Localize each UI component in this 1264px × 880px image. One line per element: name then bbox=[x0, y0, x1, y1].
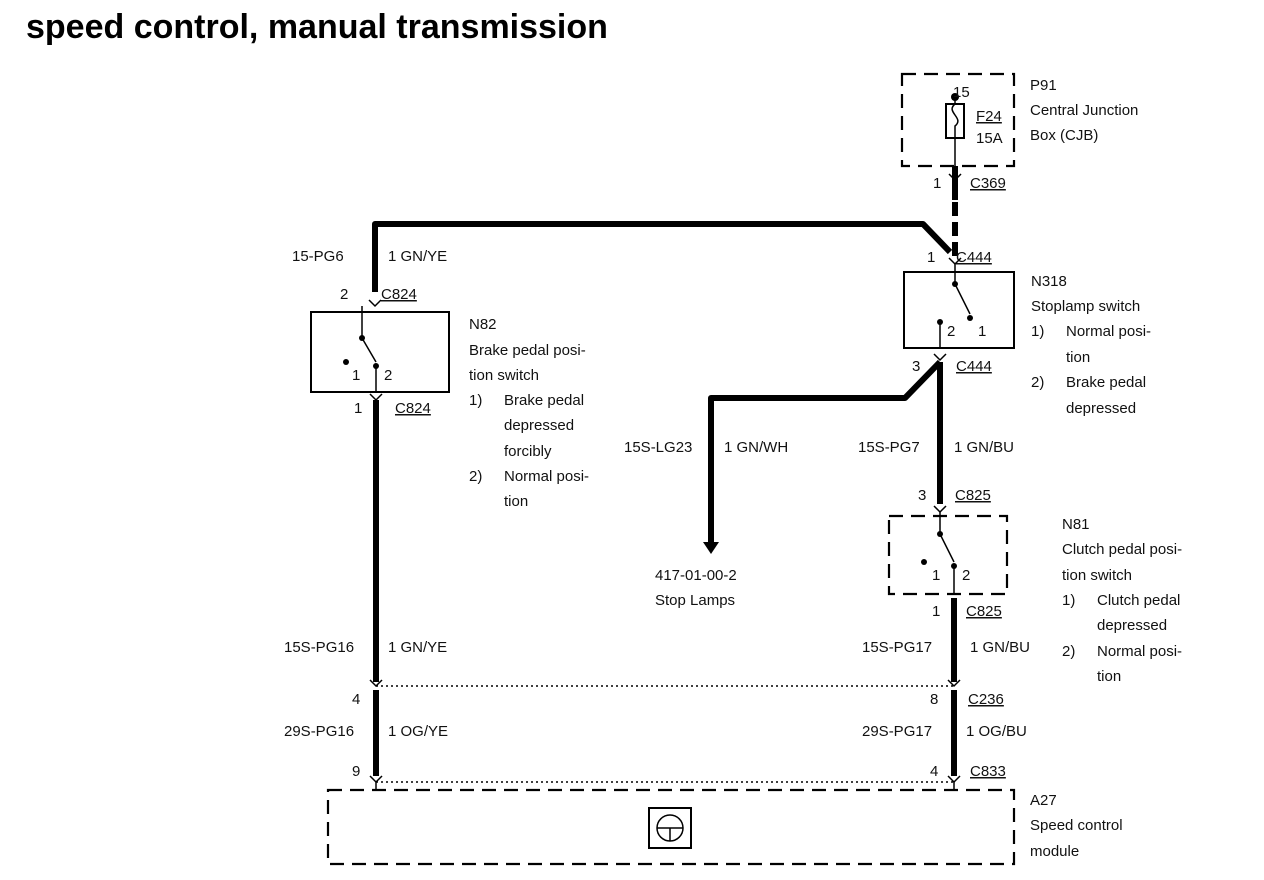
c369-connector-mark bbox=[948, 173, 962, 182]
stop-lamps-arrow bbox=[703, 542, 719, 554]
page-title: speed control, manual transmission bbox=[26, 8, 608, 46]
wire-pg16-spec: 1 GN/YE bbox=[388, 639, 447, 656]
n81-pin1: 1 bbox=[932, 567, 940, 584]
c369-pin: 1 bbox=[933, 175, 941, 192]
wire-pg7-circuit: 15S-PG7 bbox=[858, 439, 920, 456]
n82-id: N82 bbox=[469, 316, 497, 333]
stop-lamps-name: Stop Lamps bbox=[655, 592, 735, 609]
c236-connector: 4 8 C236 bbox=[352, 679, 1004, 708]
n81-state1-num: 1) bbox=[1062, 592, 1075, 609]
c825-bottom-pin: 1 bbox=[932, 603, 940, 620]
n82-state2-line1: Normal posi- bbox=[504, 468, 589, 485]
n81-state2-line2: tion bbox=[1097, 668, 1121, 685]
n82-state2-line2: tion bbox=[504, 493, 528, 510]
n318-stoplamp-switch: 2 1 N318 Stoplamp switch 1) Normal posi-… bbox=[903, 271, 1151, 417]
n318-name: Stoplamp switch bbox=[1031, 298, 1140, 315]
c444-top-pin: 1 bbox=[927, 249, 935, 266]
c833-label: C833 bbox=[970, 763, 1006, 780]
c824-top-label: C824 bbox=[381, 286, 417, 303]
p91-name-line2: Box (CJB) bbox=[1030, 127, 1098, 144]
n82-name-line1: Brake pedal posi- bbox=[469, 342, 586, 359]
n82-state1-num: 1) bbox=[469, 392, 482, 409]
c824-bottom-connector-mark bbox=[369, 393, 383, 402]
c833-pin-right: 4 bbox=[930, 763, 938, 780]
n318-pin2: 2 bbox=[947, 323, 955, 340]
n81-id: N81 bbox=[1062, 516, 1090, 533]
n82-state2-num: 2) bbox=[469, 468, 482, 485]
n318-state2-num: 2) bbox=[1031, 374, 1044, 391]
n318-pin1: 1 bbox=[978, 323, 986, 340]
n81-state2-line1: Normal posi- bbox=[1097, 643, 1182, 660]
n81-clutch-pedal-switch: 1 2 N81 Clutch pedal posi- tion switch 1… bbox=[887, 512, 1182, 685]
n82-pin1: 1 bbox=[352, 367, 360, 384]
wire-lg23-spec: 1 GN/WH bbox=[724, 439, 788, 456]
n81-name-line2: tion switch bbox=[1062, 567, 1132, 584]
c825-top-connector-mark bbox=[933, 505, 947, 514]
c236-label: C236 bbox=[968, 691, 1004, 708]
n82-state1-line2: depressed bbox=[504, 417, 574, 434]
c824-top-connector-mark bbox=[368, 299, 382, 308]
wire-pg16b-circuit: 29S-PG16 bbox=[284, 723, 354, 740]
wire-15s-lg23 bbox=[708, 359, 943, 545]
wire-pg17-circuit: 15S-PG17 bbox=[862, 639, 932, 656]
c825-bottom-label: C825 bbox=[966, 603, 1002, 620]
c236-pin-left: 4 bbox=[352, 691, 360, 708]
p91-id: P91 bbox=[1030, 77, 1057, 94]
c824-bottom-pin: 1 bbox=[354, 400, 362, 417]
c824-top-pin: 2 bbox=[340, 286, 348, 303]
steering-wheel-icon bbox=[656, 814, 684, 842]
a27-id: A27 bbox=[1030, 792, 1057, 809]
fuse-id: F24 bbox=[976, 108, 1002, 125]
wire-pg6-circuit: 15-PG6 bbox=[292, 248, 344, 265]
n81-state2-num: 2) bbox=[1062, 643, 1075, 660]
n318-state2-line1: Brake pedal bbox=[1066, 374, 1146, 391]
c825-top-pin: 3 bbox=[918, 487, 926, 504]
a27-speed-control-module: A27 Speed control module bbox=[326, 788, 1123, 866]
p91-name-line1: Central Junction bbox=[1030, 102, 1138, 119]
wire-pg6-spec: 1 GN/YE bbox=[388, 248, 447, 265]
n82-brake-pedal-switch: 1 2 N82 Brake pedal posi- tion switch 1)… bbox=[310, 306, 589, 510]
n81-name-line1: Clutch pedal posi- bbox=[1062, 541, 1182, 558]
c444-top-label: C444 bbox=[956, 249, 992, 266]
n81-state1-line1: Clutch pedal bbox=[1097, 592, 1180, 609]
n82-name-line2: tion switch bbox=[469, 367, 539, 384]
wire-pg16-circuit: 15S-PG16 bbox=[284, 639, 354, 656]
n82-state1-line1: Brake pedal bbox=[504, 392, 584, 409]
n81-pin2: 2 bbox=[962, 567, 970, 584]
n318-state1-line2: tion bbox=[1066, 349, 1090, 366]
n318-state1-num: 1) bbox=[1031, 323, 1044, 340]
n318-id: N318 bbox=[1031, 273, 1067, 290]
c444-bottom-pin: 3 bbox=[912, 358, 920, 375]
c833-pin-left: 9 bbox=[352, 763, 360, 780]
a27-name-line1: Speed control bbox=[1030, 817, 1123, 834]
wire-pg17-spec: 1 GN/BU bbox=[970, 639, 1030, 656]
a27-name-line2: module bbox=[1030, 843, 1079, 860]
c236-pin-right: 8 bbox=[930, 691, 938, 708]
p91-pin: 15 bbox=[953, 84, 970, 101]
c833-connector: 9 4 C833 bbox=[352, 763, 1006, 790]
c369-label: C369 bbox=[970, 175, 1006, 192]
wire-pg17b-spec: 1 OG/BU bbox=[966, 723, 1027, 740]
wire-pg16b-spec: 1 OG/YE bbox=[388, 723, 448, 740]
p91-central-junction-box: 15 F24 15A P91 Central Junction Box (CJB… bbox=[900, 72, 1138, 168]
fuse-rating: 15A bbox=[976, 130, 1003, 147]
wire-15-pg6 bbox=[372, 221, 953, 292]
n81-state1-line2: depressed bbox=[1097, 617, 1167, 634]
n318-state1-line1: Normal posi- bbox=[1066, 323, 1151, 340]
wire-lg23-circuit: 15S-LG23 bbox=[624, 439, 692, 456]
n318-state2-line2: depressed bbox=[1066, 400, 1136, 417]
c825-top-label: C825 bbox=[955, 487, 991, 504]
wire-pg17b-circuit: 29S-PG17 bbox=[862, 723, 932, 740]
c444-bottom-label: C444 bbox=[956, 358, 992, 375]
c824-bottom-label: C824 bbox=[395, 400, 431, 417]
c444-bottom-connector-mark bbox=[933, 353, 947, 362]
wire-pg7-spec: 1 GN/BU bbox=[954, 439, 1014, 456]
n82-state1-line3: forcibly bbox=[504, 443, 552, 460]
n82-pin2: 2 bbox=[384, 367, 392, 384]
stop-lamps-ref: 417-01-00-2 bbox=[655, 567, 737, 584]
